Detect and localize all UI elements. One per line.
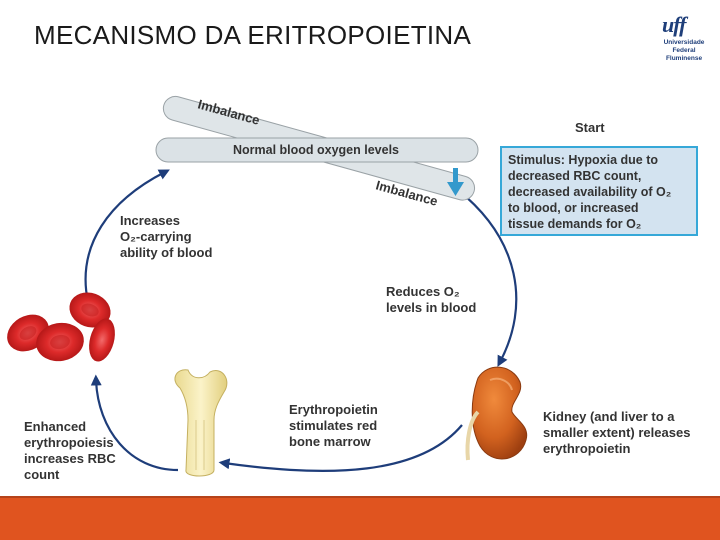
stimulus-box: Stimulus: Hypoxia due to decreased RBC c…	[500, 146, 698, 236]
increases-line-3: ability of blood	[120, 245, 213, 260]
kidney-line-3: erythropoietin	[543, 441, 631, 456]
kidney-line-2: smaller extent) releases	[543, 425, 691, 440]
page-title: MECANISMO DA ERITROPOIETINA	[34, 20, 472, 50]
stimulus-line-5: tissue demands for O₂	[508, 217, 642, 231]
reduces-line-1: Reduces O₂	[386, 284, 460, 299]
stimulus-line-4: to blood, or increased	[508, 201, 639, 215]
increases-label: Increases O₂-carrying ability of blood	[120, 213, 212, 261]
kidney-illustration	[465, 366, 528, 461]
footer-divider	[0, 496, 720, 499]
start-label: Start	[575, 120, 605, 135]
reduces-line-2: levels in blood	[386, 300, 477, 315]
stimulus-line-3: decreased availability of O₂	[508, 185, 672, 199]
cycle-arrow-to-bone	[218, 424, 463, 472]
enhanced-line-1: Enhanced	[24, 419, 87, 434]
red-blood-cells	[7, 292, 115, 362]
erythropoietin-label: Erythropoietin stimulates red bone marro…	[289, 402, 378, 450]
enhanced-line-3: increases RBC	[24, 451, 116, 466]
normal-levels-bar	[155, 137, 479, 163]
reduces-label: Reduces O₂ levels in blood	[386, 284, 476, 316]
normal-levels-label: Normal blood oxygen levels	[233, 143, 399, 157]
logo-mark: uff	[662, 12, 686, 37]
stimulus-arrow	[447, 168, 464, 196]
footer-band	[0, 498, 720, 540]
enhanced-line-4: count	[24, 467, 60, 482]
cycle-arrow-to-kidney	[457, 189, 518, 367]
cycle-arrow-to-normal	[84, 169, 170, 303]
kidney-label: Kidney (and liver to a smaller extent) r…	[543, 409, 690, 457]
erythropoietin-line-2: stimulates red	[289, 418, 378, 433]
enhanced-line-2: erythropoiesis	[24, 435, 114, 450]
rbc-4	[89, 318, 115, 362]
kidney-line-1: Kidney (and liver to a	[543, 409, 675, 424]
increases-line-1: Increases	[120, 213, 180, 228]
university-logo: uff Universidade Federal Fluminense	[654, 12, 714, 62]
enhanced-label: Enhanced erythropoiesis increases RBC co…	[24, 419, 116, 483]
increases-line-2: O₂-carrying	[120, 229, 192, 244]
stimulus-line-2: decreased RBC count,	[508, 169, 642, 183]
erythropoietin-line-1: Erythropoietin	[289, 402, 378, 417]
logo-line-1: Universidade	[663, 39, 705, 46]
logo-line-3: Fluminense	[665, 55, 703, 62]
erythropoietin-line-3: bone marrow	[289, 434, 371, 449]
cycle-arrow-to-blood	[90, 374, 179, 472]
bone-illustration	[174, 369, 228, 477]
stimulus-line-1: Stimulus: Hypoxia due to	[508, 153, 659, 167]
logo-line-2: Federal	[672, 47, 696, 54]
